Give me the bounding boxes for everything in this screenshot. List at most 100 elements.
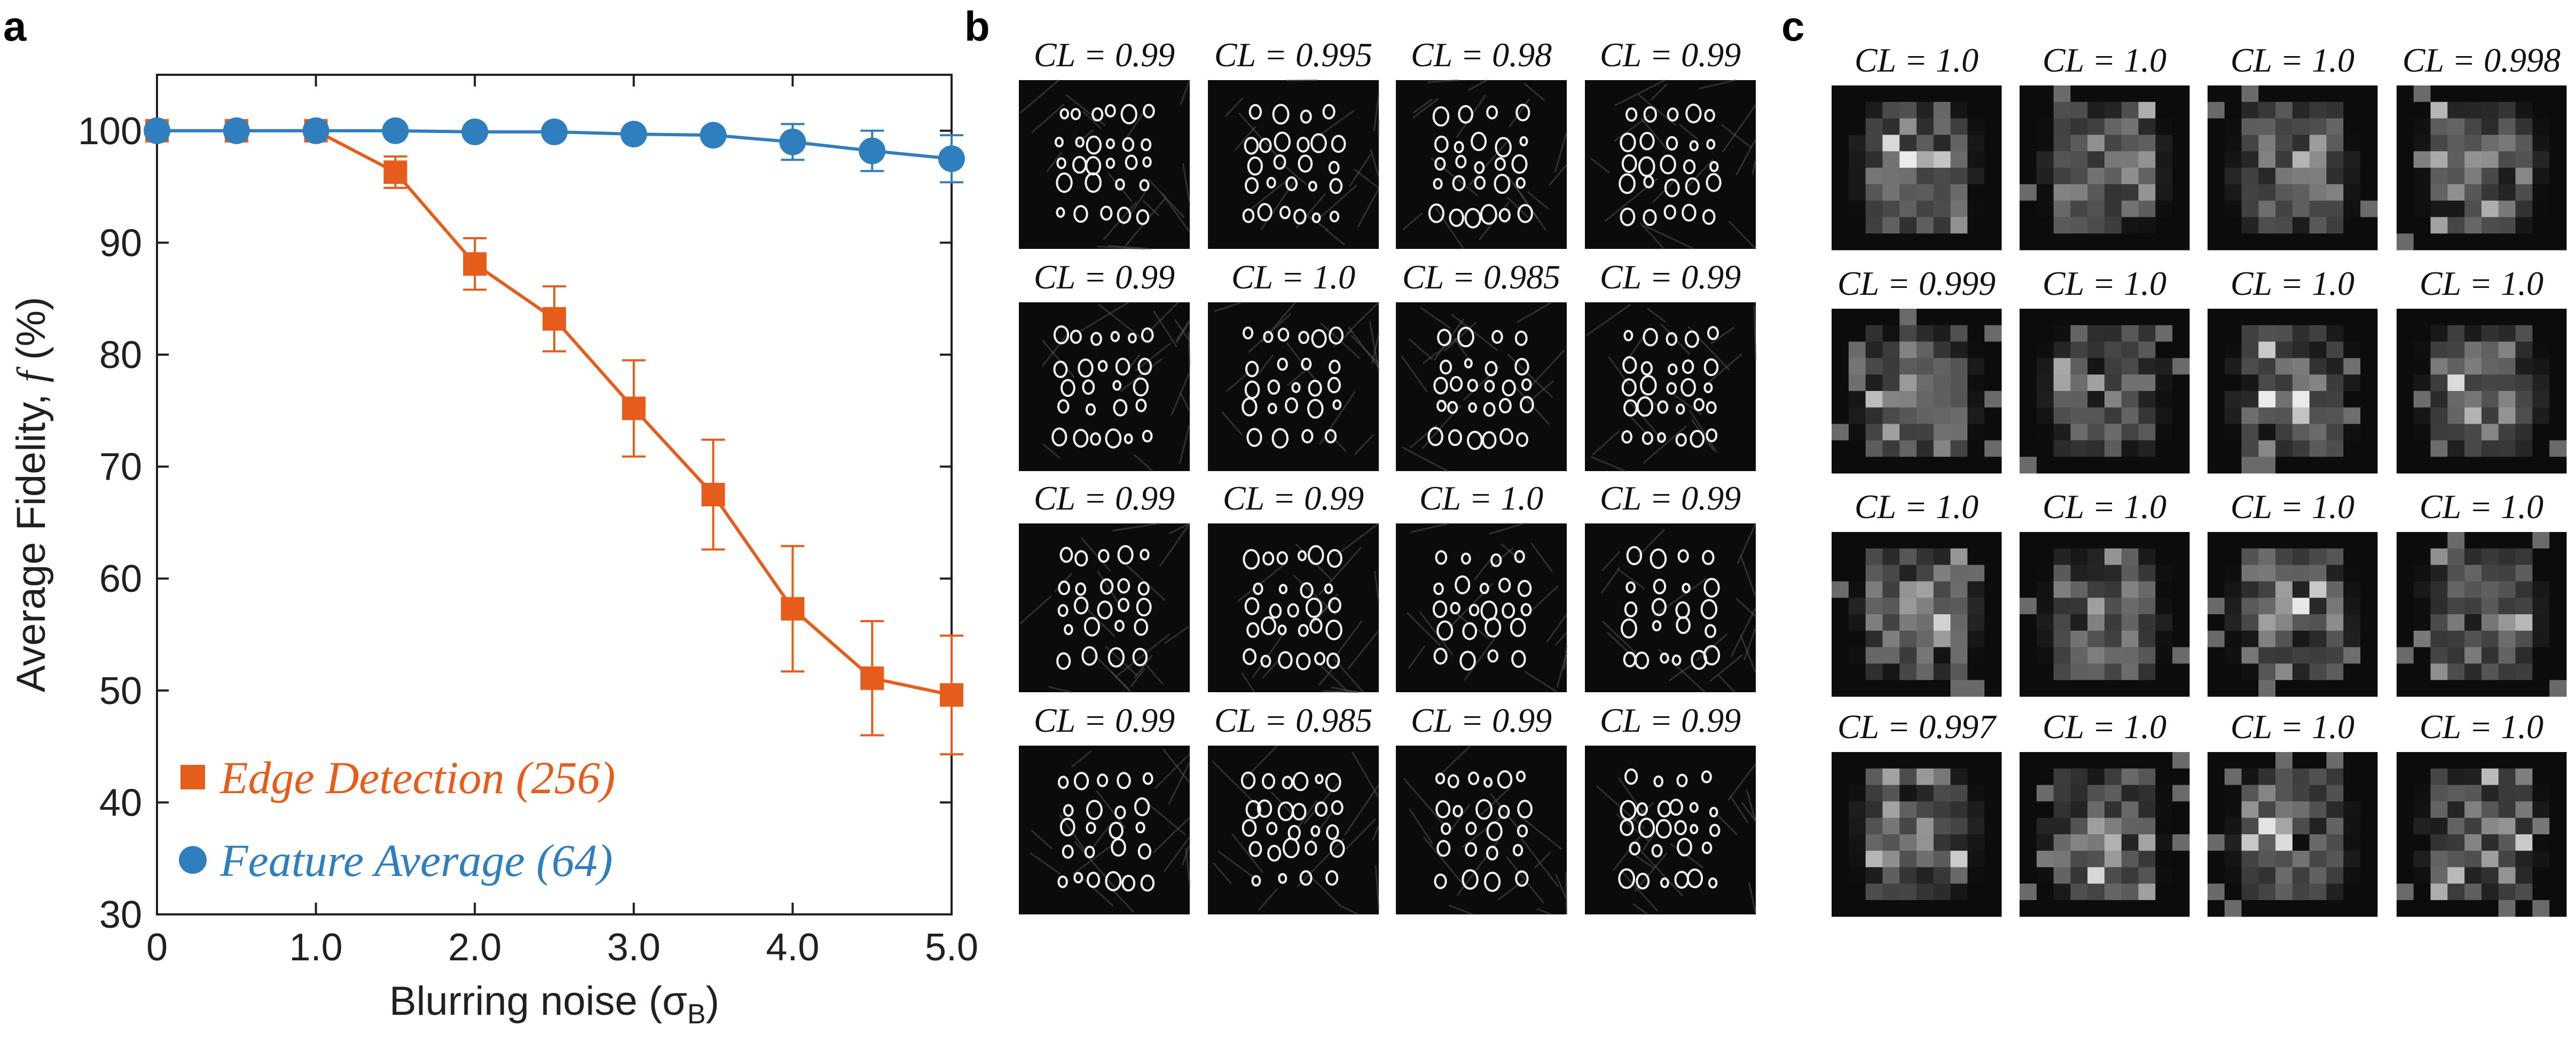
b-streak xyxy=(1231,833,1264,873)
c-pixel xyxy=(2292,680,2310,697)
c-pixel xyxy=(1865,867,1883,884)
c-pixel xyxy=(2292,818,2310,835)
c-pixel xyxy=(2498,457,2516,474)
c-pixel xyxy=(1832,85,1849,103)
c-pixel xyxy=(2070,457,2088,474)
b-streak xyxy=(1489,522,1525,535)
c-pixel xyxy=(1917,85,1934,103)
b-streak xyxy=(1629,802,1654,824)
c-pixel xyxy=(2241,883,2259,901)
c-pixel xyxy=(1933,883,1951,901)
c-pixel xyxy=(1984,200,2002,217)
b-ring xyxy=(1709,161,1719,173)
c-pixel xyxy=(2343,341,2361,358)
c-pixel xyxy=(2036,200,2054,217)
c-pixel xyxy=(2498,101,2516,119)
c-pixel xyxy=(2087,118,2105,135)
c-pixel xyxy=(2549,135,2567,152)
c-pixel xyxy=(2326,532,2344,549)
b-streak xyxy=(1041,339,1075,378)
c-pixel xyxy=(2549,325,2567,342)
b-streak xyxy=(1078,874,1114,907)
b-ring xyxy=(1660,154,1676,175)
c-pixel xyxy=(2070,217,2088,234)
c-pixel xyxy=(1899,647,1917,664)
c-pixel xyxy=(2155,233,2173,250)
b-ring xyxy=(1485,617,1502,638)
c-pixel xyxy=(2292,407,2310,425)
c-pixel xyxy=(1984,217,2002,234)
c-pixel xyxy=(2498,630,2516,648)
b-streak xyxy=(1658,648,1706,693)
c-pixel xyxy=(2087,184,2105,201)
b-tile xyxy=(1019,79,1191,250)
b-ring xyxy=(1059,546,1073,563)
b-ring xyxy=(1629,841,1641,856)
b-cl-label: CL = 0.99 xyxy=(1600,479,1741,517)
b-ring xyxy=(1243,549,1260,570)
b-ring xyxy=(1322,104,1336,120)
c-pixel xyxy=(2020,233,2037,250)
c-pixel xyxy=(1933,168,1951,185)
c-pixel xyxy=(1832,598,1849,615)
c-pixel xyxy=(2036,217,2054,234)
c-pixel xyxy=(2515,598,2533,615)
c-pixel xyxy=(2138,233,2156,250)
c-pixel xyxy=(2343,168,2361,185)
c-pixel xyxy=(2309,801,2327,818)
c-pixel xyxy=(2549,374,2567,392)
c-pixel xyxy=(1933,768,1951,786)
c-pixel xyxy=(2241,785,2259,802)
c-pixel xyxy=(2430,440,2448,457)
b-ring xyxy=(1271,428,1289,449)
c-pixel xyxy=(1984,581,2002,598)
c-pixel xyxy=(2413,548,2431,566)
c-pixel xyxy=(1984,457,2002,474)
b-ring xyxy=(1134,797,1150,817)
c-pixel xyxy=(2172,785,2190,802)
b-ring xyxy=(1308,379,1322,397)
c-pixel xyxy=(2121,883,2139,901)
b-tile xyxy=(1019,746,1191,914)
c-tile xyxy=(1832,309,2002,474)
b-ring xyxy=(1099,578,1114,595)
c-pixel xyxy=(2326,168,2344,185)
b-streak xyxy=(1565,872,1568,915)
c-pixel xyxy=(2138,424,2156,441)
b-ring xyxy=(1266,821,1278,835)
b-ring xyxy=(1135,398,1147,412)
c-pixel xyxy=(1967,752,1985,769)
c-pixel xyxy=(2275,598,2293,615)
c-pixel xyxy=(2498,532,2516,549)
c-pixel xyxy=(2241,768,2259,786)
c-pixel xyxy=(2121,440,2139,457)
c-pixel xyxy=(1882,135,1900,152)
c-pixel xyxy=(2397,548,2414,566)
c-pixel xyxy=(2464,630,2482,648)
c-pixel xyxy=(2172,85,2190,103)
c-pixel xyxy=(2532,325,2550,342)
c-pixel xyxy=(2155,548,2173,566)
c-pixel xyxy=(2208,407,2225,425)
c-pixel xyxy=(2224,581,2242,598)
c-pixel xyxy=(1899,850,1917,868)
c-pixel xyxy=(2309,883,2327,901)
c-pixel xyxy=(2087,630,2105,648)
c-pixel xyxy=(1917,785,1934,802)
c-pixel xyxy=(2397,565,2414,582)
c-pixel xyxy=(1950,548,1968,566)
c-pixel xyxy=(2053,752,2071,769)
c-pixel xyxy=(2275,184,2293,201)
b-ring xyxy=(1484,380,1495,393)
b-ring xyxy=(1058,580,1070,596)
c-pixel xyxy=(2430,581,2448,598)
c-pixel xyxy=(2138,85,2156,103)
c-pixel xyxy=(2020,184,2037,201)
c-pixel xyxy=(2020,785,2037,802)
b-ring xyxy=(1324,429,1337,444)
b-ring xyxy=(1277,357,1288,371)
c-pixel xyxy=(2397,630,2414,648)
b-streak xyxy=(1373,570,1380,602)
c-pixel xyxy=(1882,101,1900,119)
